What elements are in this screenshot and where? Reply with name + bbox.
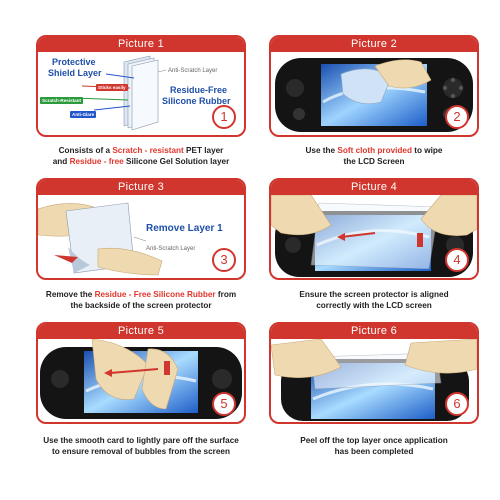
caption-4: Ensure the screen protector is aligned c… [299,290,449,310]
step-number-2: 2 [445,105,469,129]
anti-scratch-layer-label: Anti-Scratch Layer [168,68,218,74]
panel-6: Picture 6 6 [269,322,479,424]
step-number-6: 6 [445,392,469,416]
caption-1: Consists of a Scratch - resistant PET la… [52,146,230,166]
panel-4-header: Picture 4 [271,180,477,195]
layer-diagram [73,55,167,131]
shield-layer-label: Shield Layer [48,68,102,78]
panel-1: Picture 1 Protective Shield Layer Anti-S… [36,35,246,137]
panel-1-header: Picture 1 [38,37,244,52]
residue-free-label: Residue-Free [170,85,228,95]
panel-5-header: Picture 5 [38,324,244,339]
panel-3: Picture 3 Remove Layer 1 Anti-Scratch La… [36,178,246,280]
peel-top-layer-illustration [271,339,477,421]
caption-3: Remove the Residue - Free Silicone Rubbe… [45,290,237,310]
panel-3-header: Picture 3 [38,180,244,195]
silicone-rubber-label: Silicone Rubber [162,96,231,106]
caption-6: Peel off the top layer once application … [300,436,448,456]
anti-scratch-layer-label-3: Anti-Scratch Layer [146,246,196,252]
panel-5: Picture 5 5 [36,322,246,424]
step-number-4: 4 [445,248,469,272]
sticks-easily-tag: Sticks easily [96,84,128,91]
panel-6-header: Picture 6 [271,324,477,339]
caption-2: Use the Soft cloth provided to wipe the … [305,146,443,166]
anti-glare-tag: Anti-Glare [70,111,97,118]
step-number-1: 1 [212,105,236,129]
caption-5: Use the smooth card to lightly pare off … [43,436,239,456]
panel-4: Picture 4 4 [269,178,479,280]
panel-2-header: Picture 2 [271,37,477,52]
scratch-resistant-tag: Scratch-Resistant [40,97,84,104]
remove-layer-label: Remove Layer 1 [146,223,223,234]
remove-layer-illustration [38,202,163,276]
panel-2: Picture 2 2 [269,35,479,137]
smooth-card-illustration [40,339,242,419]
align-protector-illustration [271,195,477,277]
step-number-3: 3 [212,248,236,272]
step-number-5: 5 [212,392,236,416]
console-wipe-illustration [275,58,473,132]
protective-label: Protective [52,57,96,67]
